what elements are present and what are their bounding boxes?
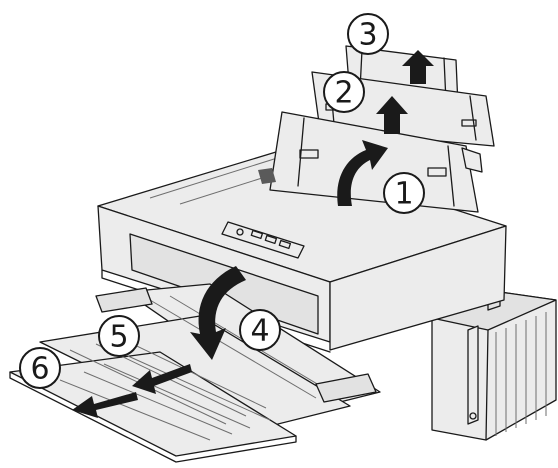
callout-label-3: 3 bbox=[358, 18, 377, 53]
arrow-step-6 bbox=[72, 392, 138, 418]
arrow-step-5 bbox=[132, 364, 192, 394]
callout-label-6: 6 bbox=[30, 352, 49, 387]
callout-label-2: 2 bbox=[334, 76, 353, 111]
callout-label-5: 5 bbox=[109, 320, 128, 355]
callout-5: 5 bbox=[98, 315, 140, 357]
callout-1: 1 bbox=[383, 172, 425, 214]
callout-2: 2 bbox=[323, 71, 365, 113]
callout-6: 6 bbox=[19, 347, 61, 389]
arrow-step-3 bbox=[402, 50, 434, 84]
callout-label-4: 4 bbox=[250, 314, 269, 349]
callout-label-1: 1 bbox=[394, 177, 413, 212]
motion-arrows bbox=[72, 50, 434, 418]
callout-4: 4 bbox=[239, 309, 281, 351]
arrow-step-2 bbox=[376, 96, 408, 134]
arrow-step-1 bbox=[337, 140, 388, 206]
callout-3: 3 bbox=[347, 13, 389, 55]
rear-paper-support bbox=[258, 45, 495, 213]
arrow-step-4 bbox=[190, 266, 246, 360]
ink-tank-unit bbox=[431, 291, 557, 441]
